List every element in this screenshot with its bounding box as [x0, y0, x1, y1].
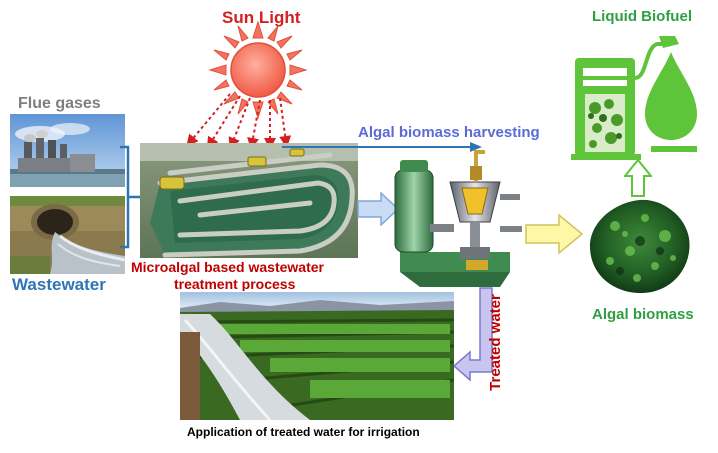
- centrifuge-icon: [394, 150, 522, 287]
- raceway-pond-icon: [140, 143, 358, 258]
- wastewater-pipe-icon: [10, 196, 125, 274]
- irrigation-field-icon: [180, 292, 454, 420]
- fuel-pump-icon: [571, 36, 697, 160]
- flue-gases-label: Flue gases: [18, 95, 101, 112]
- process-label-line1: Microalgal based wastewater: [131, 259, 324, 275]
- input-bracket: [120, 145, 142, 249]
- treated-water-arrow: [452, 287, 493, 382]
- arrow-pond-to-centrifuge: [357, 192, 399, 226]
- arrow-centrifuge-to-biomass: [525, 214, 583, 254]
- factory-icon: [10, 114, 125, 187]
- harvest-feed-line: [282, 142, 482, 152]
- liquid-biofuel-label: Liquid Biofuel: [592, 8, 692, 25]
- algal-biomass-label: Algal biomass: [592, 306, 694, 323]
- wastewater-label: Wastewater: [12, 275, 106, 294]
- arrow-biomass-to-biofuel: [624, 159, 652, 197]
- treated-water-label: Treated water: [486, 294, 504, 391]
- harvesting-label: Algal biomass harvesting: [358, 124, 540, 141]
- sun-light-label: Sun Light: [222, 8, 301, 27]
- sun-rays: [186, 93, 292, 150]
- process-label-line2: treatment process: [174, 276, 296, 291]
- sun-icon: [208, 20, 308, 120]
- irrigation-label: Application of treated water for irrigat…: [187, 425, 420, 439]
- algal-biomass-icon: [589, 199, 690, 294]
